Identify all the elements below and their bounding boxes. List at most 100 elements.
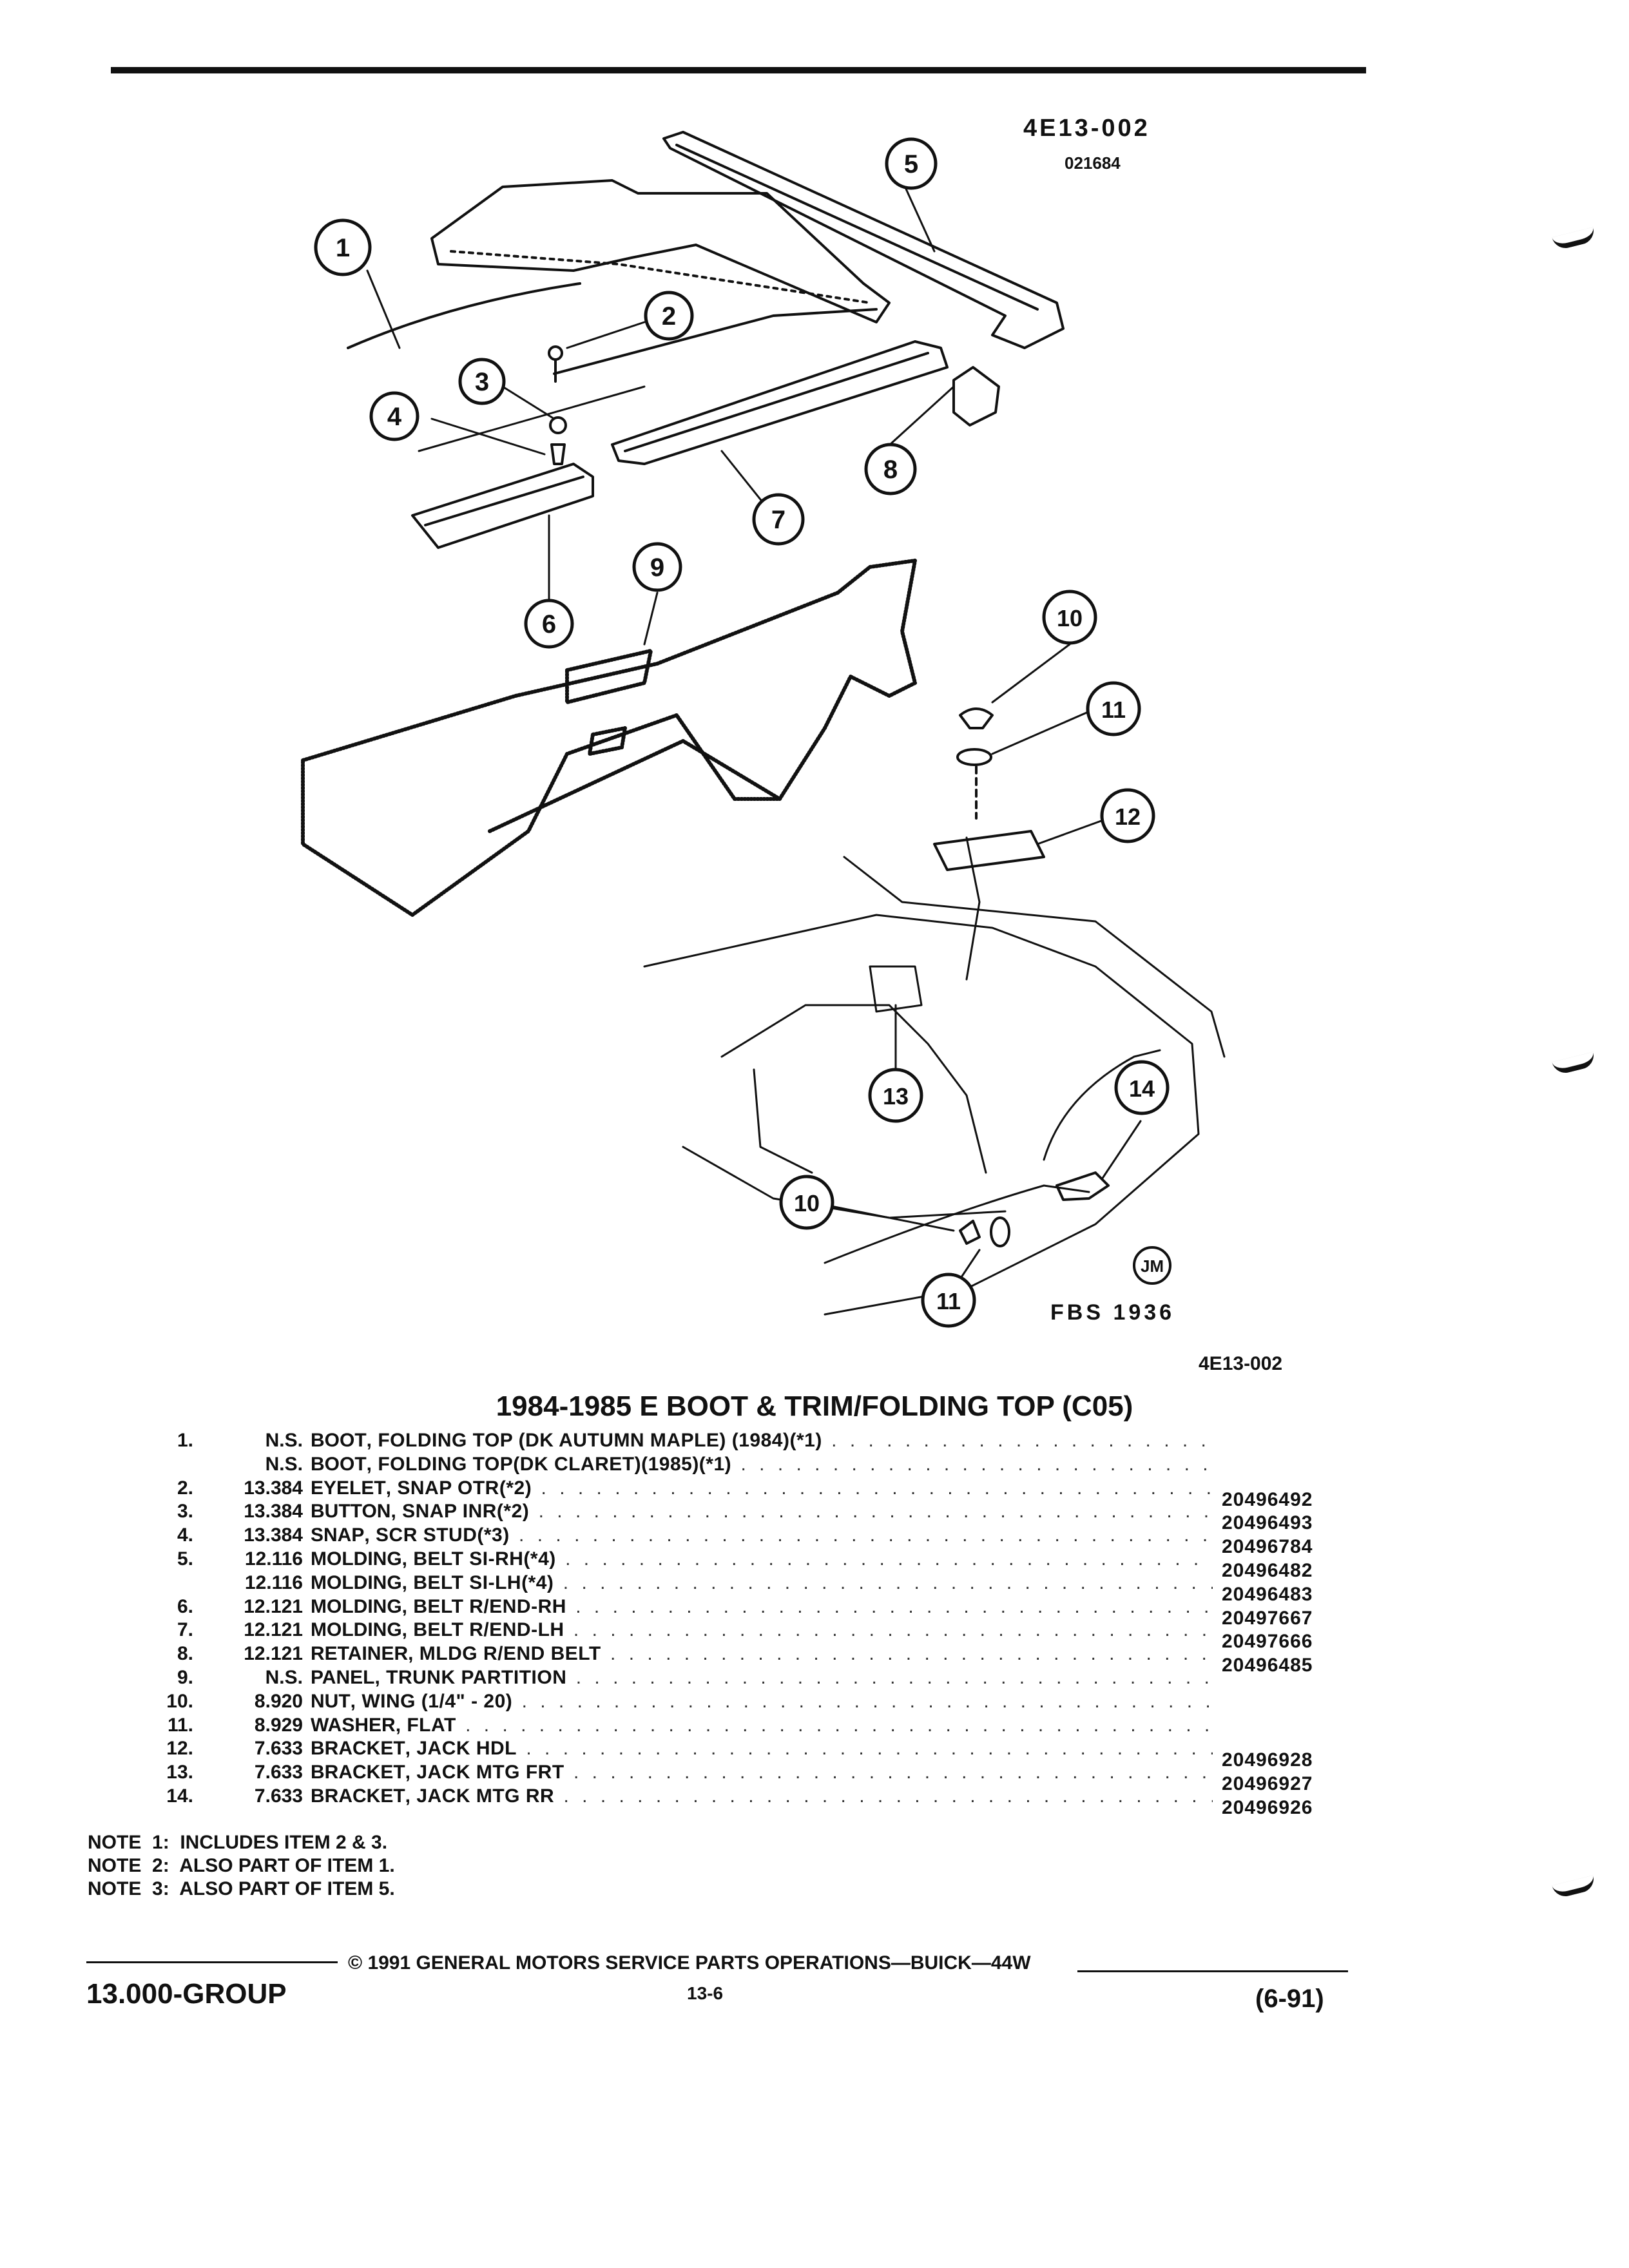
group-number: 13.384 (244, 1524, 303, 1546)
part-detail: , BELT R/END-RH (401, 1595, 566, 1617)
leader-dots: . . . . . . . . . . . . . . . . . . . . … (575, 1666, 1213, 1688)
part-number: 20497666 (1222, 1631, 1313, 1653)
part-number: 20497667 (1222, 1607, 1313, 1629)
item-number: 8. (177, 1643, 193, 1665)
item-number: 6. (177, 1595, 193, 1617)
part-description: BRACKET, JACK MTG RR . . . . . . . . . .… (311, 1785, 1213, 1809)
item-number: 3. (177, 1501, 193, 1523)
part-description: NUT, WING (1/4" - 20) . . . . . . . . . … (311, 1690, 1213, 1714)
part-number: 20496482 (1222, 1559, 1313, 1581)
part-name: RETAINER (311, 1643, 409, 1665)
callout-5: 5 (885, 137, 938, 190)
artist-mark-text: JM (1141, 1256, 1164, 1276)
callout-1: 1 (314, 218, 372, 276)
leader-dots: . . . . . . . . . . . . . . . . . . . . … (740, 1453, 1213, 1475)
part-detail: , BELT SI-LH(*4) (401, 1571, 554, 1593)
eyelet-drawing (548, 345, 563, 361)
callout-7: 7 (752, 493, 805, 546)
note-line: NOTE 2: ALSO PART OF ITEM 1. (88, 1855, 395, 1876)
callout-number: 10 (794, 1190, 820, 1216)
parts-list: 1. N.S. BOOT, FOLDING TOP (DK AUTUMN MAPLE… (135, 1429, 1360, 1818)
callout-4: 4 (369, 391, 419, 441)
footer-group: 13.000-GROUP (86, 1978, 287, 2010)
footer-rule-right (1077, 1970, 1348, 1972)
leader-dots: . . . . . . . . . . . . . . . . . . . . … (573, 1619, 1213, 1641)
leader-dots: . . . . . . . . . . . . . . . . . . . . … (538, 1501, 1213, 1523)
callout-8: 8 (864, 443, 917, 495)
callout-number: 4 (387, 403, 402, 431)
part-name: WASHER (311, 1714, 396, 1736)
item-number: 12. (166, 1738, 193, 1760)
trunk-compartment-drawing (643, 836, 1226, 1316)
item-number: 4. (177, 1524, 193, 1546)
part-detail: , SNAP OTR(*2) (385, 1477, 532, 1499)
leader-dots: . . . . . . . . . . . . . . . . . . . . … (465, 1714, 1213, 1736)
note-line: NOTE 3: ALSO PART OF ITEM 5. (88, 1878, 395, 1899)
leader-dots: . . . . . . . . . . . . . . . . . . . . … (541, 1477, 1213, 1499)
group-number: 8.920 (254, 1690, 303, 1712)
illustration-code: 4E13-002 (1023, 115, 1150, 142)
callout-number: 8 (883, 456, 898, 484)
item-number: 1. (177, 1430, 193, 1451)
part-detail: , FOLDING TOP(DK CLARET)(1985)(*1) (366, 1453, 732, 1475)
snap-button-drawing (549, 416, 567, 434)
group-number: 7.633 (254, 1785, 303, 1807)
callout-3: 3 (458, 358, 506, 405)
part-detail: , WING (1/4" - 20) (350, 1690, 513, 1712)
snap-stud-drawing (550, 443, 566, 465)
belt-molding-end-drawing (611, 340, 949, 465)
part-detail: , MLDG R/END BELT (408, 1643, 601, 1665)
part-description: BRACKET, JACK MTG FRT . . . . . . . . . … (311, 1761, 1213, 1785)
part-detail: , JACK MTG FRT (405, 1762, 564, 1783)
item-number: 2. (177, 1477, 193, 1499)
leader-dots: . . . . . . . . . . . . . . . . . . . . … (521, 1690, 1213, 1712)
leader-dots: . . . . . . . . . . . . . . . . . . . . … (563, 1571, 1213, 1593)
part-detail: , SCR STUD(*3) (364, 1524, 510, 1546)
part-name: MOLDING (311, 1595, 402, 1617)
note-line: NOTE 1: INCLUDES ITEM 2 & 3. (88, 1832, 388, 1853)
callout-number: 1 (336, 234, 350, 262)
item-number: 13. (166, 1762, 193, 1783)
callout-2: 2 (644, 291, 694, 341)
item-number: 5. (177, 1548, 193, 1570)
callout-number: 6 (542, 610, 556, 639)
part-number: 20496784 (1222, 1536, 1313, 1558)
part-detail: , SNAP INR(*2) (390, 1501, 530, 1523)
callout-number: 3 (475, 368, 489, 396)
item-number: 14. (166, 1785, 193, 1807)
part-name: BRACKET (311, 1762, 405, 1783)
part-name: BUTTON (311, 1501, 391, 1523)
leader-dots: . . . . . . . . . . . . . . . . . . . . … (831, 1430, 1213, 1451)
callout-10-lower: 10 (779, 1175, 834, 1230)
retainer-drawing (952, 366, 1000, 427)
page-title: 1984-1985 E BOOT & TRIM/FOLDING TOP (C05… (496, 1390, 1133, 1422)
part-detail: , BELT SI-RH(*4) (401, 1548, 556, 1570)
part-name: BOOT (311, 1453, 367, 1475)
footer-date: (6-91) (1255, 1984, 1324, 2013)
group-number: N.S. (265, 1430, 303, 1451)
part-detail: , TRUNK PARTITION (374, 1666, 567, 1688)
leader-dots: . . . . . . . . . . . . . . . . . . . . … (519, 1524, 1213, 1546)
part-detail: , FLAT (395, 1714, 456, 1736)
leader-dots: . . . . . . . . . . . . . . . . . . . . … (565, 1548, 1213, 1570)
part-detail: , BELT R/END-LH (401, 1619, 564, 1641)
part-number: 20496928 (1222, 1749, 1313, 1771)
callout-10: 10 (1042, 590, 1097, 645)
footer-rule-left (86, 1961, 338, 1963)
artist-mark: JM (1133, 1246, 1171, 1285)
group-number: N.S. (265, 1666, 303, 1688)
part-number: 20496483 (1222, 1583, 1313, 1605)
part-name: NUT (311, 1690, 351, 1712)
callout-13: 13 (868, 1068, 923, 1123)
binder-mark (1552, 1875, 1597, 1899)
part-number: 20496492 (1222, 1488, 1313, 1510)
leader-dots: . . . . . . . . . . . . . . . . . . . . … (575, 1595, 1213, 1617)
part-detail: , FOLDING TOP (DK AUTUMN MAPLE) (1984)(*… (366, 1430, 822, 1451)
part-name: BRACKET (311, 1738, 405, 1760)
jack-mount-rear-drawing (1055, 1171, 1110, 1201)
